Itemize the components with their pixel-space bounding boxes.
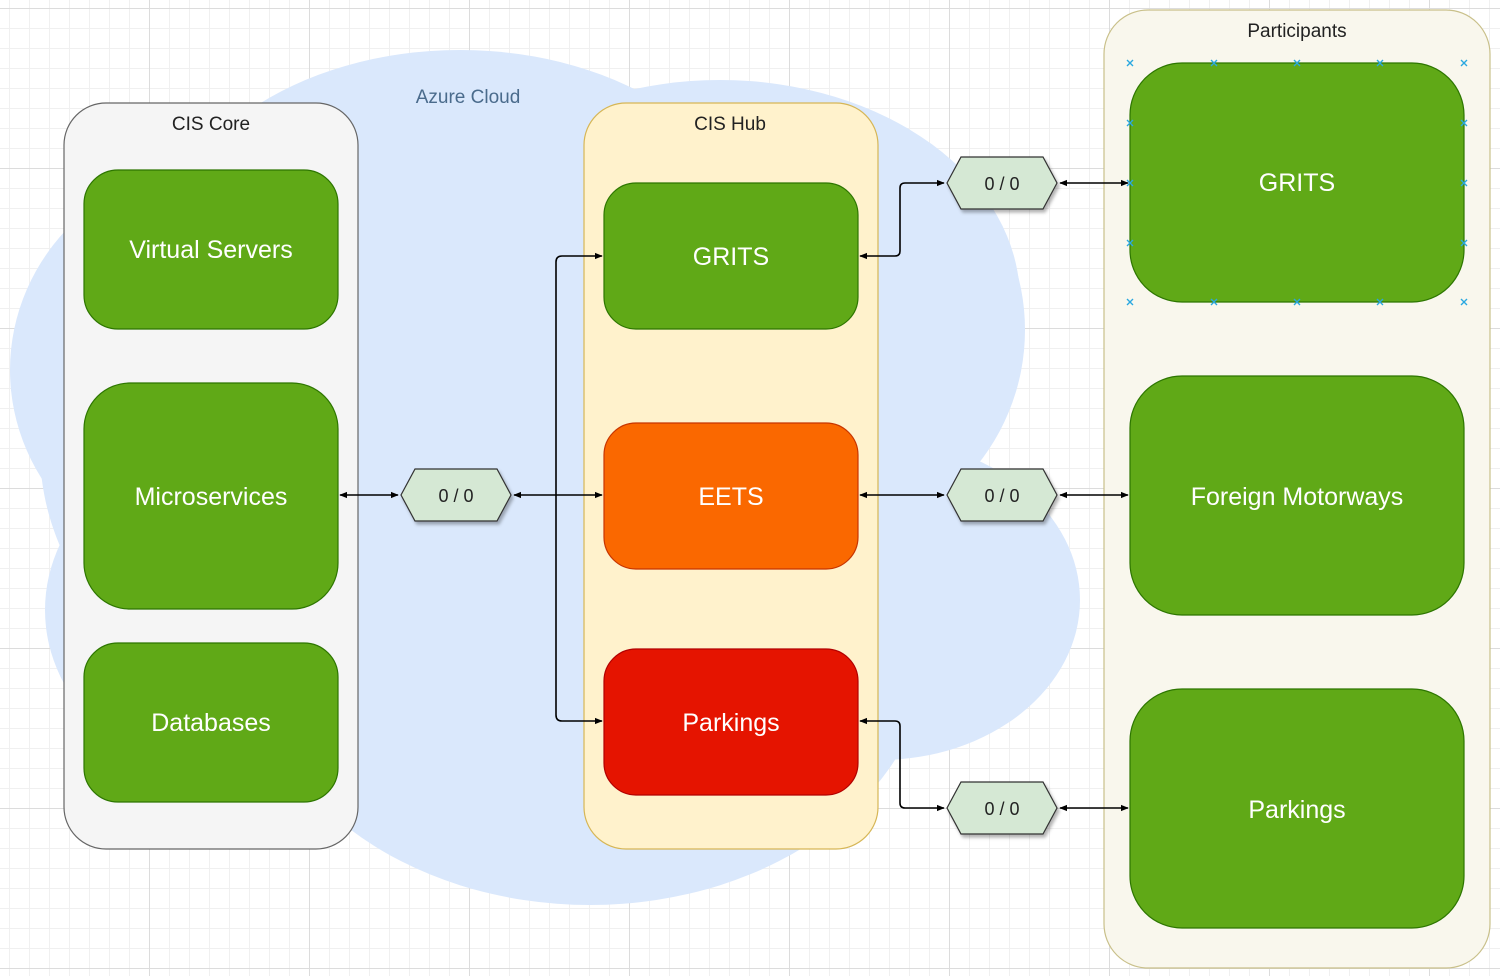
badge-eets-link-label: 0 / 0: [984, 486, 1019, 506]
core-virtual-servers-node[interactable]: Virtual Servers: [83, 169, 339, 330]
participant-grits-label: GRITS: [1259, 169, 1335, 197]
hub-eets-label: EETS: [698, 483, 763, 511]
selection-handles: [1126, 59, 1468, 306]
selection-handle[interactable]: [1460, 59, 1468, 67]
hub-eets-node[interactable]: EETS: [603, 422, 859, 570]
badge-core-hub-label: 0 / 0: [438, 486, 473, 506]
badge-parkings-link-label: 0 / 0: [984, 799, 1019, 819]
core-databases-label: Databases: [151, 709, 271, 737]
participants-title: Participants: [1247, 21, 1346, 42]
edge-hub-grits-badge: [859, 179, 945, 260]
selection-handle[interactable]: [1460, 239, 1468, 247]
badge-grits-link[interactable]: 0 / 0: [946, 156, 1058, 210]
badge-grits-link-label: 0 / 0: [984, 174, 1019, 194]
hub-grits-node[interactable]: GRITS: [603, 182, 859, 330]
selection-handle[interactable]: [1460, 179, 1468, 187]
selection-handle[interactable]: [1126, 298, 1134, 306]
selection-handle[interactable]: [1376, 298, 1384, 306]
selection-handle[interactable]: [1126, 119, 1134, 127]
edge-hub-parkings-badge: [859, 717, 945, 812]
azure-cloud-label: Azure Cloud: [416, 87, 521, 108]
badge-eets-link[interactable]: 0 / 0: [946, 468, 1058, 522]
selection-handle[interactable]: [1460, 298, 1468, 306]
core-microservices-node[interactable]: Microservices: [83, 382, 339, 610]
core-microservices-label: Microservices: [135, 483, 288, 511]
selection-handle[interactable]: [1460, 119, 1468, 127]
selection-handle[interactable]: [1293, 59, 1301, 67]
hub-parkings-label: Parkings: [682, 709, 779, 737]
participant-foreign-motorways-node[interactable]: Foreign Motorways: [1129, 375, 1465, 616]
core-virtual-servers-label: Virtual Servers: [129, 236, 293, 264]
hub-parkings-node[interactable]: Parkings: [603, 648, 859, 796]
hub-grits-label: GRITS: [693, 243, 769, 271]
edge-badge-hub-parkings: [555, 495, 603, 725]
selection-handle[interactable]: [1293, 298, 1301, 306]
selection-handle[interactable]: [1126, 59, 1134, 67]
cis-core-title: CIS Core: [172, 114, 250, 135]
connectors: [339, 179, 1129, 812]
selection-handle[interactable]: [1376, 59, 1384, 67]
selection-handle[interactable]: [1126, 239, 1134, 247]
participant-parkings-label: Parkings: [1248, 796, 1345, 824]
participant-parkings-node[interactable]: Parkings: [1129, 688, 1465, 929]
selection-handle[interactable]: [1210, 59, 1218, 67]
core-databases-node[interactable]: Databases: [83, 642, 339, 803]
badge-core-hub[interactable]: 0 / 0: [400, 468, 512, 522]
selection-handle[interactable]: [1210, 298, 1218, 306]
cis-hub-title: CIS Hub: [694, 114, 766, 135]
participant-grits-node[interactable]: GRITS: [1129, 62, 1465, 303]
badge-parkings-link[interactable]: 0 / 0: [946, 781, 1058, 835]
participant-foreign-motorways-label: Foreign Motorways: [1191, 483, 1404, 511]
edge-badge-hub-grits: [555, 252, 603, 495]
